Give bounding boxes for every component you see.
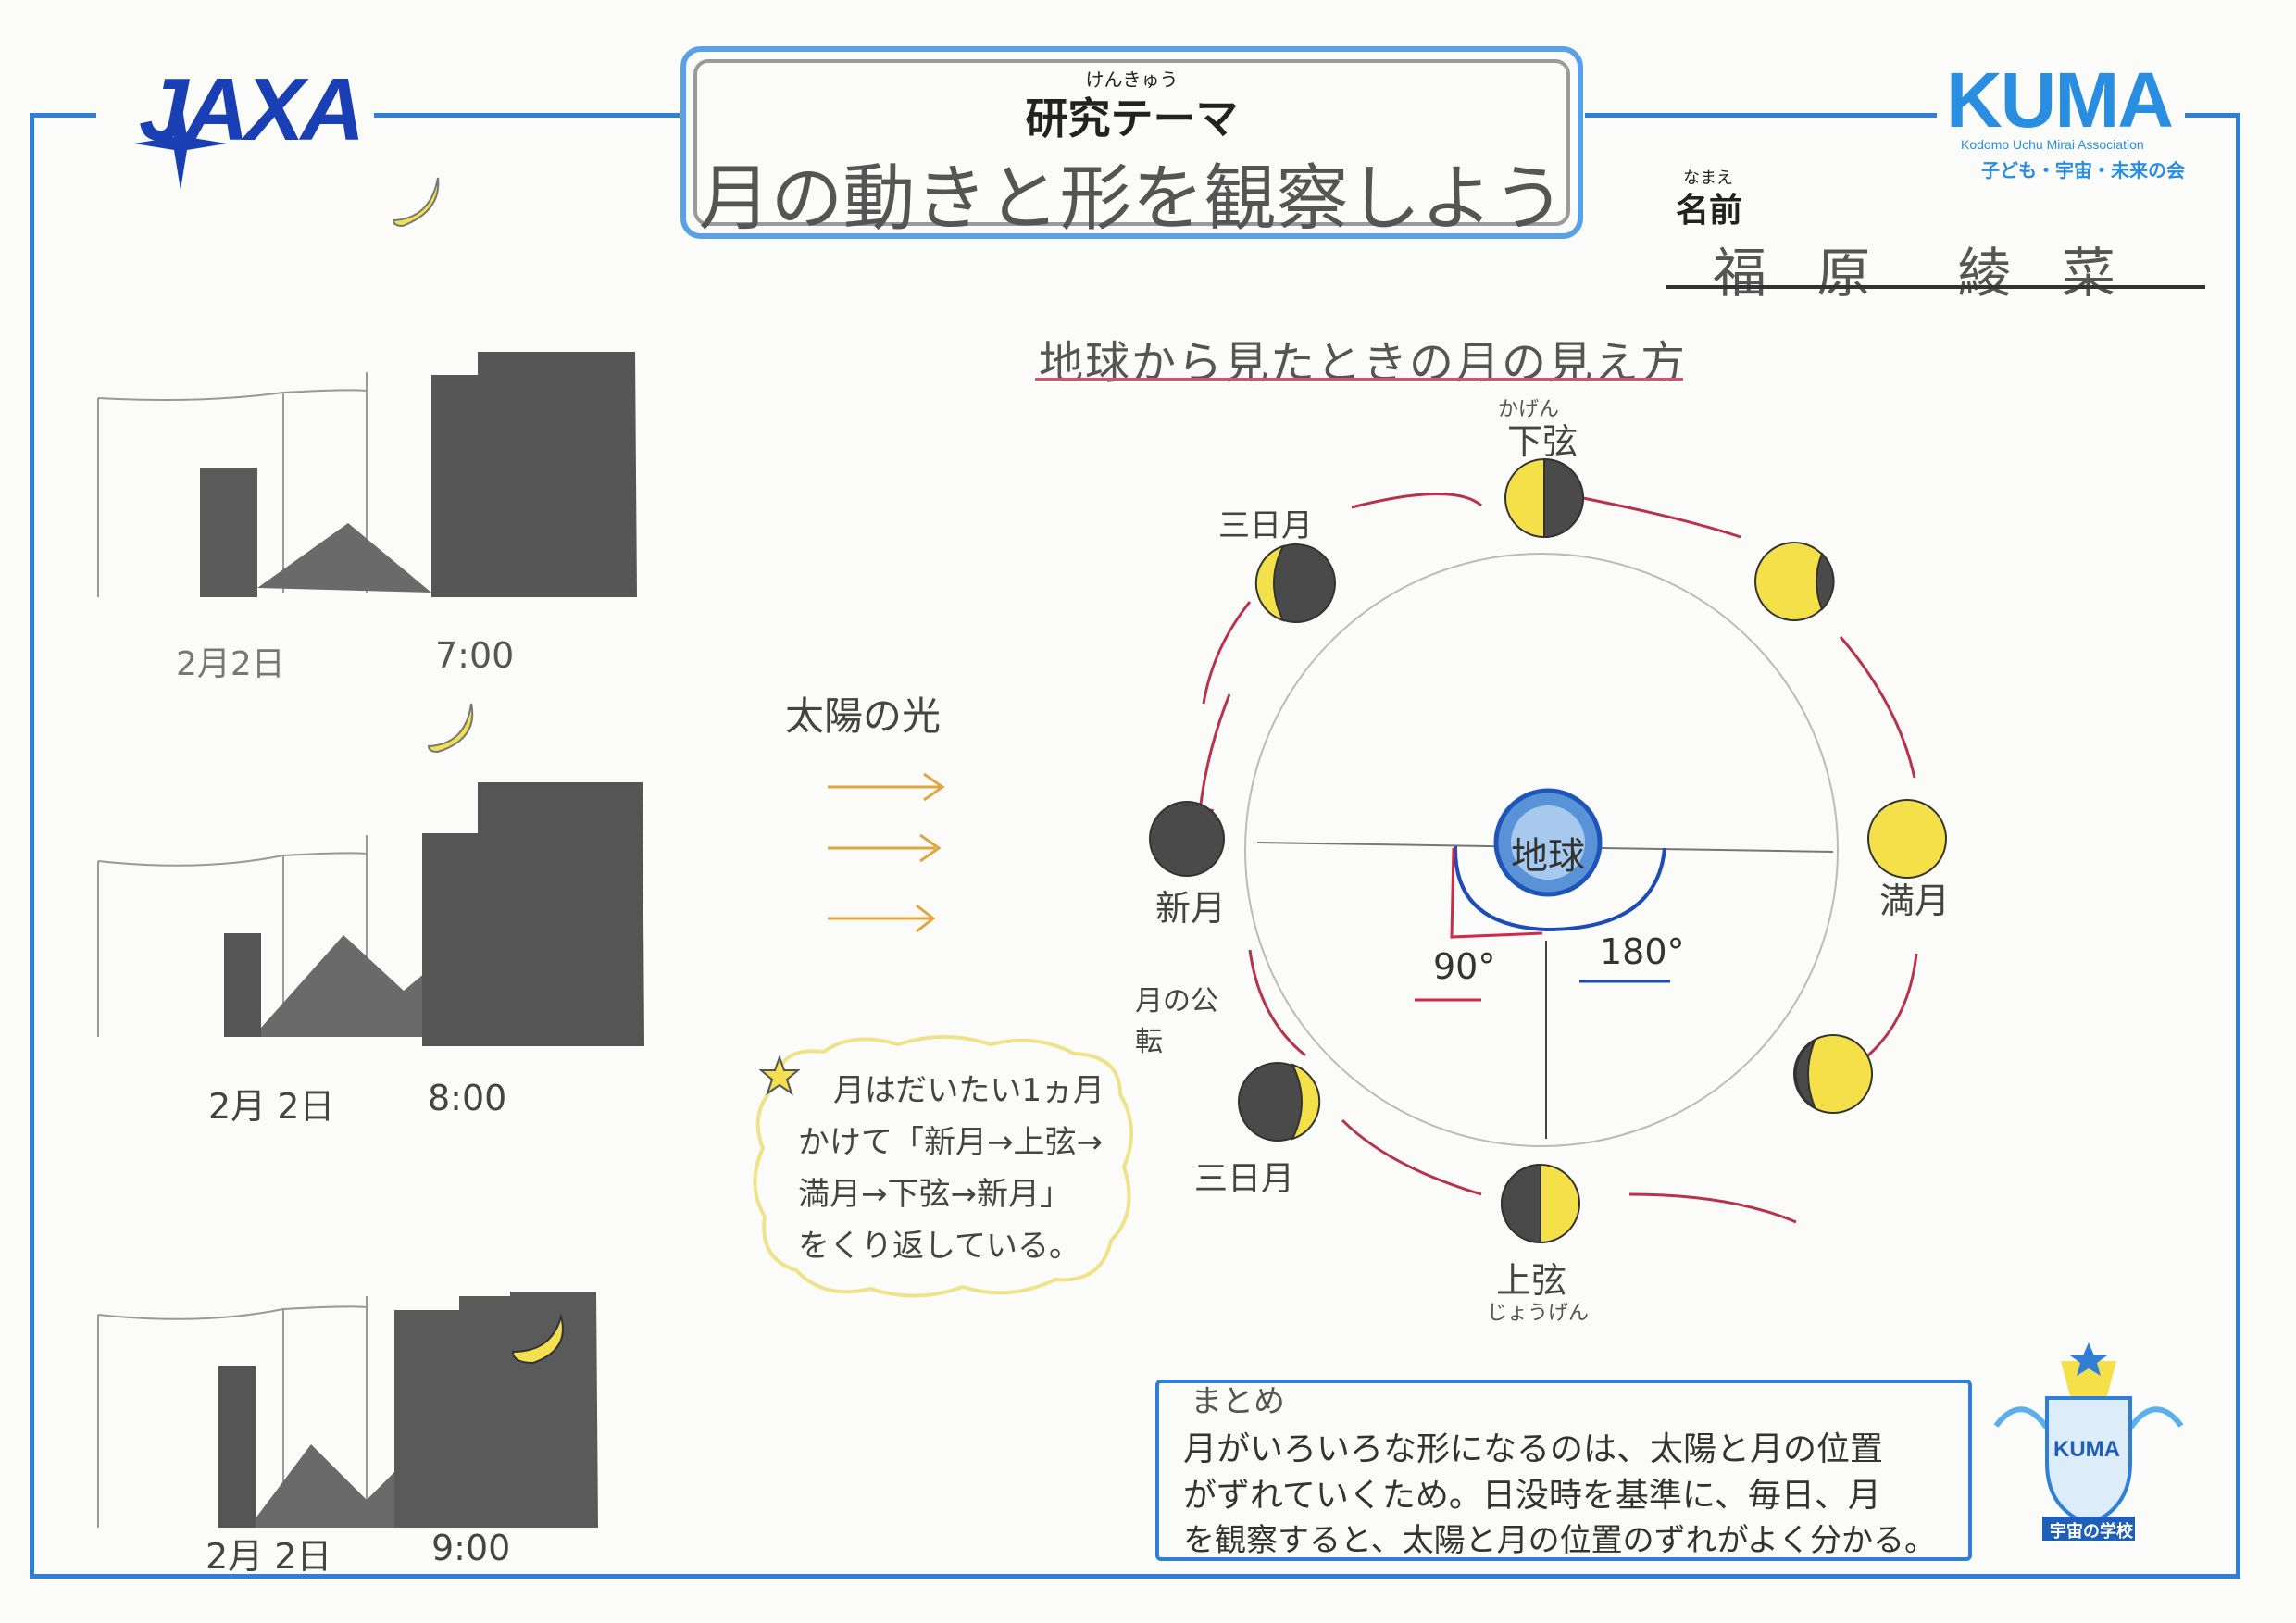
phase-left-label: 新月 [1155,888,1227,929]
summary-line-2: がずれていくため。日没時を基準に、毎日、月 [1183,1477,1881,1515]
orbit-arc-1 [1351,493,1482,509]
angle-180-label: 180° [1600,931,1685,972]
phase-bottom-label: 上弦 [1496,1260,1567,1301]
orbit-diagram [1149,457,1947,1244]
note-line-4: をくり返している。 [798,1228,1080,1265]
frame-left [30,113,34,1578]
kuma-badge-label: KUMA [2053,1437,2120,1462]
sketch-1-time: 7:00 [435,635,515,676]
angle-90-label: 90° [1433,946,1496,987]
note-cloud [753,1035,1133,1298]
frame-right [2236,113,2240,1578]
kuma-logo-subtitle-jp: 子ども・宇宙・未来の会 [1981,161,2185,181]
sketch-2-time: 8:00 [428,1078,507,1118]
summary-heading: まとめ [1191,1383,1285,1420]
phase-bottom-ruby: じょうげん [1487,1302,1590,1325]
note-line-1: 月はだいたい1ヵ月 [833,1072,1104,1109]
name-underline [1666,285,2205,289]
phase-right-label: 満月 [1879,880,1951,921]
name-label: 名前 [1676,192,1743,230]
diagram-title-underline [1035,378,1683,381]
summary-box: まとめ 月がいろいろな形になるのは、太陽と月の位置 がずれていくため。日没時を基… [1155,1380,1972,1561]
frame-bottom [30,1574,2240,1579]
crescent-moon-icon-2 [427,703,474,754]
frame-top-left [30,113,96,118]
kuma-logo: KUMA [1946,56,2174,144]
phase-top-label: 下弦 [1507,421,1578,462]
sketch-1 [97,352,637,597]
kuma-logo-subtitle: Kodomo Uchu Mirai Association [1961,137,2144,152]
phase-top-ruby: かげん [1498,398,1560,421]
kuma-badge-caption: 宇宙の学校 [2050,1522,2133,1542]
name-value: 福 原 綾 菜 [1713,242,2132,305]
sketch-3-time: 9:00 [431,1528,511,1568]
name-ruby: なまえ [1683,169,1733,188]
summary-line-3: を観察すると、太陽と月の位置のずれがよく分かる。 [1183,1522,1936,1559]
kuma-badge-icon [1993,1342,2184,1541]
sketch-2 [97,782,644,1046]
note-line-3: 満月→下弦→新月」 [798,1176,1071,1213]
star-icon [759,1055,800,1096]
phase-lower-left-label: 三日月 [1194,1160,1295,1198]
sketch-3-date: 2月 2日 [206,1536,332,1577]
theme-title: 月の動きと形を観察しよう [698,157,1566,241]
revolution-label: 月の公転 [1135,985,1218,1058]
theme-label: 研究テーマ [1025,94,1239,144]
frame-top-right [1585,113,1937,118]
sunlight-arrows [828,772,945,933]
phase-upper-left-label: 三日月 [1218,507,1313,544]
theme-ruby: けんきゅう [1085,69,1179,91]
sketch-2-date: 2月 2日 [208,1086,335,1127]
sketch-1-date: 2月2日 [176,645,285,683]
theme-box-inner [693,59,1570,226]
earth-label: 地球 [1511,835,1585,878]
diagram-title: 地球から見たときの月の見え方 [1039,337,1688,389]
frame-top-right2 [2185,113,2240,118]
sketch-3 [97,1292,598,1528]
frame-top-mid [374,113,680,118]
jaxa-star-icon [134,97,227,190]
note-line-2: かけて「新月→上弦→ [798,1124,1103,1161]
summary-line-1: 月がいろいろな形になるのは、太陽と月の位置 [1183,1430,1884,1468]
crescent-moon-icon [392,177,440,228]
sunlight-label: 太陽の光 [785,693,942,739]
theme-box: けんきゅう 研究テーマ 月の動きと形を観察しよう [680,46,1583,241]
